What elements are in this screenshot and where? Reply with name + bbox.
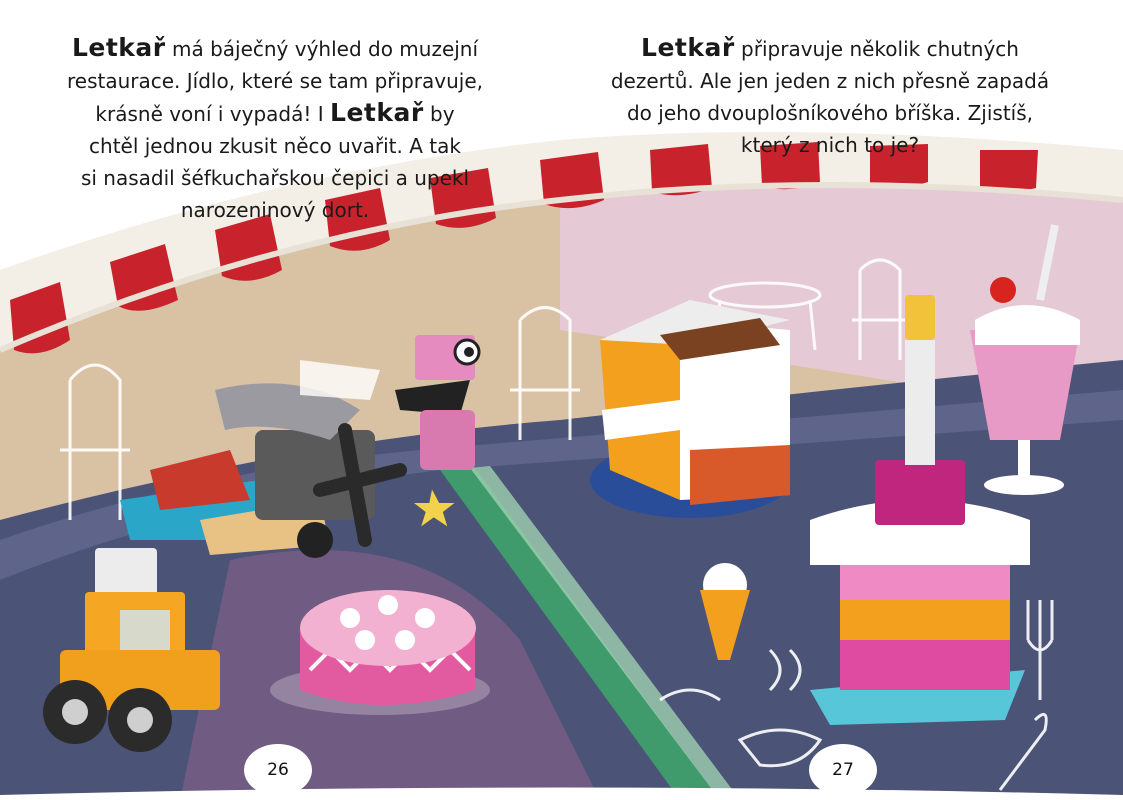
awning [0, 132, 1123, 354]
left-line-5: si nasadil šéfkuchařskou čepici a upekl [80, 166, 470, 190]
right-line-1: Letkař připravuje několik chutných [641, 33, 1019, 62]
right-line-4: který z nich to je? [740, 133, 920, 157]
pink-bird [395, 335, 481, 470]
right-line-3: do jeho dvouplošníkového bříška. Zjistíš… [626, 101, 1034, 125]
tractor [43, 548, 220, 752]
layer-cake [590, 300, 790, 518]
left-line-3: krásně voní i vypadá! I Letkař by [95, 98, 455, 127]
page-number-right: 27 [832, 760, 854, 780]
page-number-left: 26 [267, 760, 289, 780]
left-line-2: restaurace. Jídlo, které se tam připravu… [66, 69, 483, 93]
left-line-6: narozeninový dort. [180, 198, 370, 222]
right-page-text: Letkař připravuje několik chutných dezer… [600, 32, 1060, 161]
page-bubble-right [809, 744, 877, 796]
left-line-1: Letkař má báječný výhled do muzejní [71, 33, 479, 62]
plane-character [120, 360, 455, 558]
left-line-4: chtěl jednou zkusit něco uvařit. A tak [89, 134, 461, 158]
pink-cake [270, 590, 490, 715]
tower-cake [810, 295, 1030, 725]
right-line-2: dezertů. Ale jen jeden z nich přesně zap… [610, 69, 1050, 93]
ice-cream-cone [700, 563, 750, 660]
left-page-text: Letkař má báječný výhled do muzejní rest… [60, 32, 490, 226]
milkshake [970, 224, 1080, 495]
page-bubble-left [244, 744, 312, 796]
